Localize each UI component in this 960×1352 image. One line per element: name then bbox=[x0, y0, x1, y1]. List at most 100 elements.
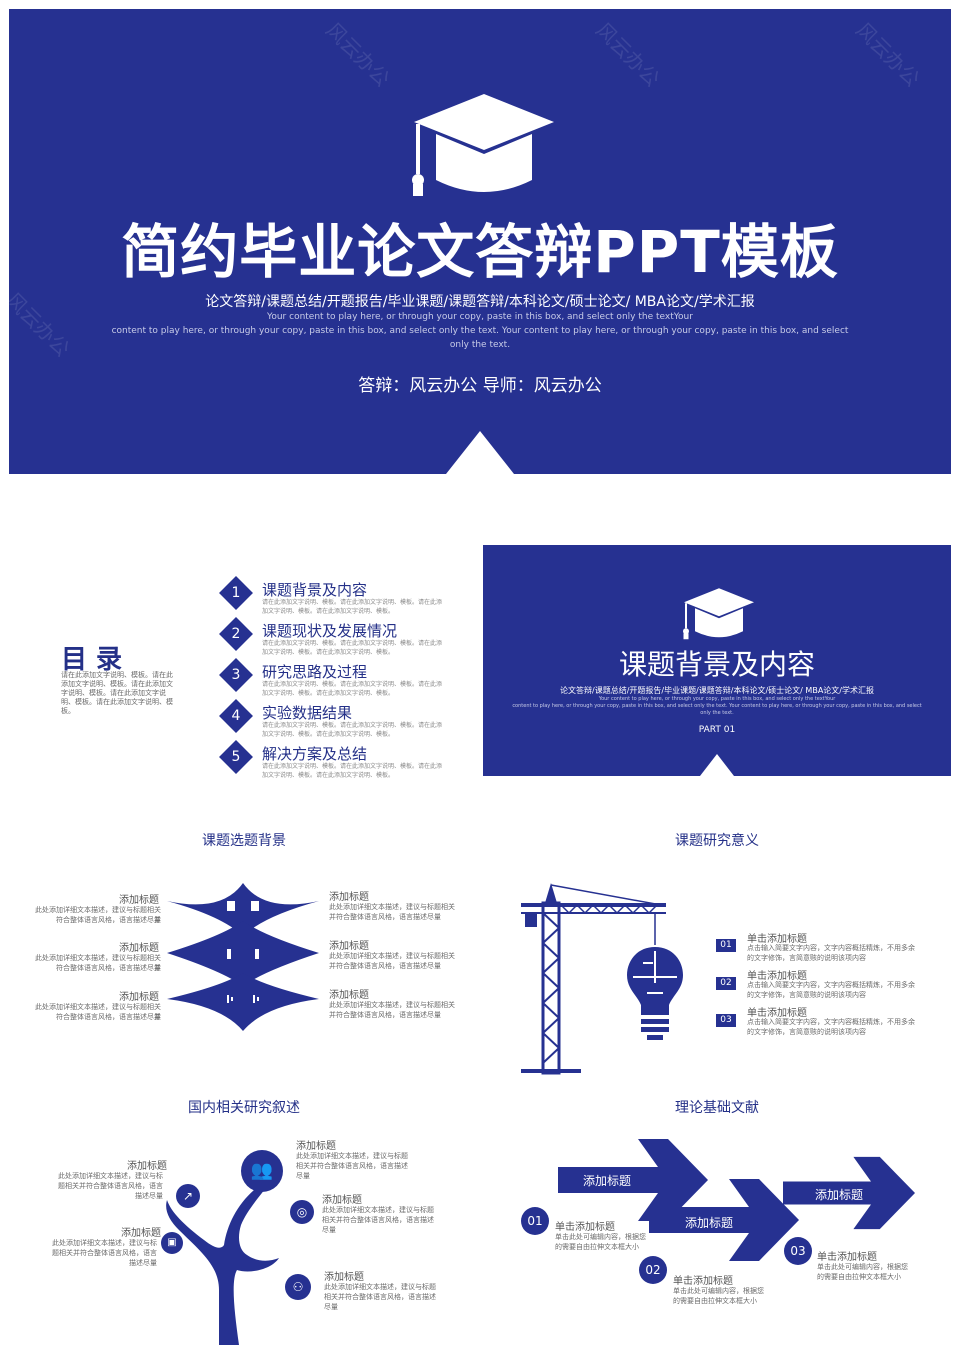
part-title: 课题背景及内容 bbox=[618, 648, 815, 681]
part-subtitle: 论文答辩/课题总结/开题报告/毕业课题/课题答辩/本科论文/硕士论文/ MBA论… bbox=[560, 686, 874, 695]
item-desc: 此处添加详细文本描述，建议与标题相关 bbox=[329, 1001, 455, 1009]
toc-desc: 请在此添加文字说明、模板。请在此添加文字说明、模板。请在此添加文字说明、模板。请… bbox=[61, 671, 173, 715]
item-desc: 的需要自由拉伸文本框大小 bbox=[817, 1273, 901, 1281]
item-title: 添加标题 bbox=[119, 895, 159, 906]
toc-item-desc: 请在此添加文字说明、模板。请在此添加文字说明、模板。请在此添加文字说明、模板。请… bbox=[262, 599, 443, 615]
toc-item-desc: 请在此添加文字说明、模板。请在此添加文字说明、模板。请在此添加文字说明、模板。请… bbox=[262, 640, 443, 656]
toc-label: 课题背景及内容 bbox=[262, 581, 368, 599]
toc-label: 课题现状及发展情况 bbox=[262, 622, 398, 640]
number-badge: 01 bbox=[716, 939, 736, 952]
meaning-slide: 课题研究意义 01 单击添加标题 点击输入简要文字内容，文字内容概括精炼，不用多… bbox=[483, 815, 951, 1080]
item-desc: 符合整体语言风格，语言描述尽量 bbox=[56, 964, 161, 972]
number-badge: 02 bbox=[716, 977, 736, 990]
toc-number: 5 bbox=[231, 749, 241, 765]
toc-label: 实验数据结果 bbox=[262, 704, 353, 722]
number-circle: 02 bbox=[639, 1256, 667, 1284]
item-desc: 的文字修饰，言简意赅的说明该项内容 bbox=[747, 991, 866, 999]
graduation-cap-icon bbox=[683, 588, 754, 640]
arrow-label: 添加标题 bbox=[685, 1216, 734, 1230]
item-title: 添加标题 bbox=[329, 941, 369, 952]
graduation-cap-icon bbox=[412, 94, 554, 196]
toc-label: 解决方案及总结 bbox=[262, 745, 368, 763]
cover-title: 简约毕业论文答辩PPT模板 bbox=[121, 218, 839, 286]
cover-body: only the text. bbox=[449, 340, 511, 350]
cover-body: Your content to play here, or through yo… bbox=[267, 312, 693, 322]
item-desc: 此处添加详细文本描述，建议与标题相关 bbox=[329, 903, 455, 911]
item-title: 添加标题 bbox=[121, 1228, 161, 1239]
lightbulb-puzzle-icon bbox=[627, 947, 683, 1040]
toc-number: 1 bbox=[231, 585, 241, 601]
part-label: PART 01 bbox=[698, 725, 736, 735]
item-desc: 描述尽量 bbox=[129, 1259, 157, 1267]
toc-number: 4 bbox=[231, 708, 241, 724]
watermark: 风云办公 bbox=[591, 17, 665, 92]
item-title: 添加标题 bbox=[329, 990, 369, 1001]
item-title: 添加标题 bbox=[127, 1161, 167, 1172]
item-desc: 尽量 bbox=[324, 1303, 338, 1311]
item-title: 单击添加标题 bbox=[747, 934, 807, 945]
toc-item-desc: 请在此添加文字说明、模板。请在此添加文字说明、模板。请在此添加文字说明、模板。请… bbox=[262, 722, 443, 738]
domestic-slide: 国内相关研究叙述 👥 ↗ ▣ ◎ ⚇ 添加标题 此处添加详细文本描述，建议与标 … bbox=[9, 1082, 479, 1347]
item-desc: 尽量 bbox=[322, 1226, 336, 1234]
arrow-label: 添加标题 bbox=[815, 1188, 864, 1202]
number-circle: 01 bbox=[521, 1207, 549, 1235]
users-icon: 👥 bbox=[241, 1150, 283, 1192]
item-desc: 的文字修饰，言简意赅的说明该项内容 bbox=[747, 954, 866, 962]
item-title: 添加标题 bbox=[119, 943, 159, 954]
item-desc: 的需要自由拉伸文本框大小 bbox=[555, 1243, 639, 1251]
toc-title: 目 录 bbox=[61, 645, 123, 675]
item-desc: 此处添加详细文本描述，建议与标题相关并 bbox=[35, 906, 161, 924]
tree-icon bbox=[166, 1170, 279, 1345]
item-title: 单击添加标题 bbox=[817, 1252, 877, 1263]
item-title: 单击添加标题 bbox=[747, 971, 807, 982]
item-desc: 此处添加详细文本描述，建议与标题 bbox=[322, 1206, 434, 1214]
trend-icon: ↗ bbox=[176, 1184, 200, 1208]
arrow-shape bbox=[783, 1156, 915, 1230]
part-body: Your content to play here, or through yo… bbox=[598, 696, 836, 702]
item-desc: 点击输入简要文字内容，文字内容概括精炼，不用多余 bbox=[747, 981, 915, 989]
toc-item-desc: 请在此添加文字说明、模板。请在此添加文字说明、模板。请在此添加文字说明、模板。请… bbox=[262, 681, 443, 697]
part-body: only the text. bbox=[700, 710, 734, 716]
item-desc: 单击此处可编辑内容，根据您 bbox=[673, 1287, 764, 1295]
crane-icon bbox=[521, 883, 666, 1075]
cover-subtitle: 论文答辩/课题总结/开题报告/毕业课题/课题答辩/本科论文/硕士论文/ MBA论… bbox=[205, 294, 755, 310]
item-desc: 并符合整体语言风格，语言描述尽量 bbox=[329, 962, 441, 970]
item-desc: 的文字修饰，言简意赅的说明该项内容 bbox=[747, 1028, 866, 1036]
item-title: 添加标题 bbox=[324, 1272, 364, 1283]
arrow-label: 添加标题 bbox=[583, 1174, 632, 1188]
toc-number: 2 bbox=[231, 626, 241, 642]
item-title: 单击添加标题 bbox=[673, 1276, 733, 1287]
watermark: 风云办公 bbox=[851, 17, 925, 92]
item-title: 单击添加标题 bbox=[747, 1008, 807, 1019]
target-icon: ◎ bbox=[290, 1200, 314, 1224]
background-slide: 课题选题背景 添加标题 此处添加详细文本描述，建议与标题相关并 符合整体语言风格… bbox=[9, 815, 479, 1055]
part-slide: 课题背景及内容 论文答辩/课题总结/开题报告/毕业课题/课题答辩/本科论文/硕士… bbox=[483, 545, 951, 776]
item-title: 单击添加标题 bbox=[555, 1222, 615, 1233]
item-desc: 相关并符合整体语言风格，语言描述 bbox=[296, 1162, 408, 1170]
cart-icon: ▣ bbox=[161, 1232, 183, 1254]
cover-slide: 风云办公 风云办公 风云办公 风云办公 简约毕业论文答辩PPT模板 论文答辩/课… bbox=[9, 9, 951, 474]
item-desc: 相关并符合整体语言风格，语言描述 bbox=[324, 1293, 436, 1301]
network-icon: ⚇ bbox=[285, 1274, 311, 1300]
item-title: 添加标题 bbox=[322, 1195, 362, 1206]
leaf-diagram bbox=[167, 883, 319, 1031]
item-desc: 点击输入简要文字内容，文字内容概括精炼，不用多余 bbox=[747, 1018, 915, 1026]
item-desc: 此处添加详细文本描述，建议与标题 bbox=[296, 1152, 408, 1160]
toc-number: 3 bbox=[231, 667, 241, 683]
number-badge: 03 bbox=[716, 1014, 736, 1027]
item-title: 添加标题 bbox=[119, 992, 159, 1003]
slide-title: 课题研究意义 bbox=[675, 833, 759, 849]
item-desc: 并符合整体语言风格，语言描述尽量 bbox=[329, 1011, 441, 1019]
item-desc: 描述尽量 bbox=[135, 1192, 163, 1200]
arrow-shape bbox=[649, 1179, 799, 1261]
slide-title: 课题选题背景 bbox=[202, 833, 286, 849]
item-desc: 单击此处可编辑内容，根据您 bbox=[817, 1263, 908, 1271]
item-desc: 符合整体语言风格，语言描述尽量 bbox=[56, 1013, 161, 1021]
item-desc: 尽量 bbox=[296, 1172, 310, 1180]
triangle-notch bbox=[700, 754, 734, 776]
number-circle: 03 bbox=[784, 1237, 812, 1265]
watermark: 风云办公 bbox=[321, 17, 395, 92]
item-desc: 此处添加详细文本描述，建议与标题相关并 bbox=[35, 954, 161, 972]
theory-slide: 理论基础文献 添加标题 添加标题 添加标题 01 单击添加标题 单击此处可编辑内… bbox=[483, 1082, 951, 1347]
item-desc: 符合整体语言风格，语言描述尽量 bbox=[56, 916, 161, 924]
